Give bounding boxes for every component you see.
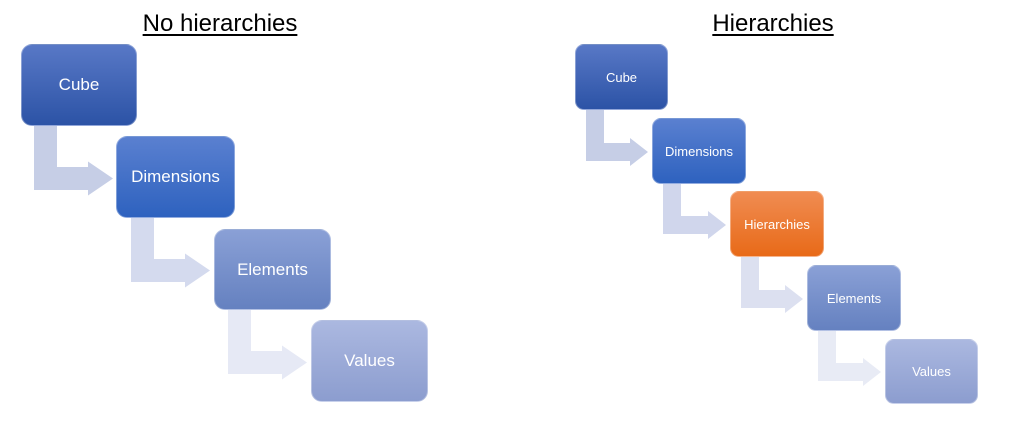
no-hierarchies-title: No hierarchies [142, 10, 298, 37]
arrow-right-dimensions-to-hierarchies [663, 184, 726, 239]
arrow-right-cube-to-dimensions [586, 110, 648, 166]
right-cube-box: Cube [575, 44, 668, 110]
right-hierarchies-box: Hierarchies [730, 191, 824, 257]
arrow-cube-to-dimensions [34, 126, 113, 196]
right-dimensions-box: Dimensions [652, 118, 746, 184]
right-values-box: Values [885, 339, 978, 404]
arrow-elements-to-values [228, 310, 307, 380]
left-elements-box: Elements [214, 229, 331, 310]
arrow-right-elements-to-values [818, 331, 881, 386]
left-cube-box: Cube [21, 44, 137, 126]
arrow-right-hierarchies-to-elements [741, 257, 803, 313]
left-values-box: Values [311, 320, 428, 402]
right-elements-box: Elements [807, 265, 901, 331]
arrow-dimensions-to-elements [131, 218, 210, 288]
hierarchies-title: Hierarchies [712, 10, 834, 37]
left-dimensions-box: Dimensions [116, 136, 235, 218]
